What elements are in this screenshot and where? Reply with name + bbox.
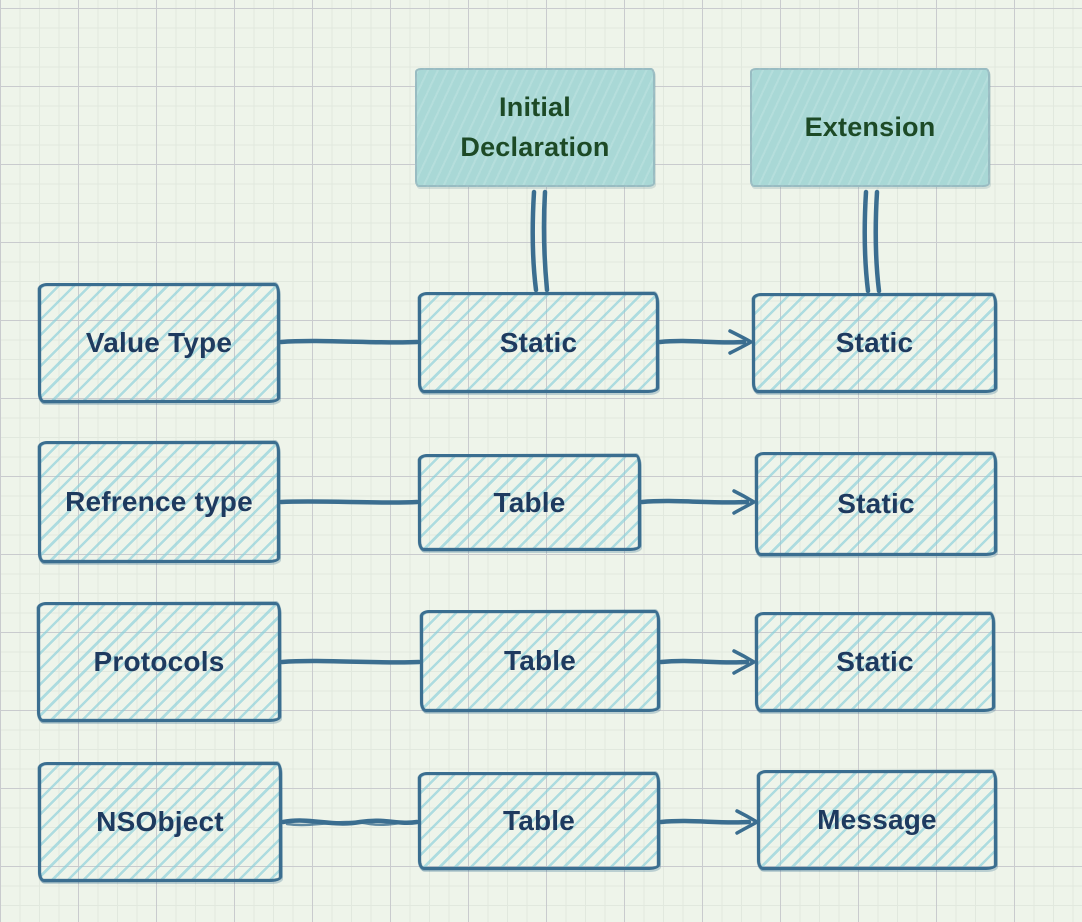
edge-row4-source-to-middle [280, 818, 420, 827]
node-nsobject: NSObject [38, 762, 282, 882]
node-refrence-type-initial-declaration: Table [418, 454, 641, 551]
edge-row2-source-to-middle [278, 499, 420, 505]
node-label: Table [493, 486, 566, 518]
node-value-type: Value Type [38, 283, 280, 403]
node-nsobject-label: NSObject [96, 806, 224, 837]
node-label: Static [499, 326, 578, 358]
connector-header-extension-double-line [862, 189, 882, 294]
edge-row3-source-to-middle [279, 658, 422, 665]
header-initial-declaration: Initial Declaration [415, 68, 655, 187]
edge-row1-source-to-middle [278, 338, 420, 345]
node-protocols: Protocols [37, 602, 281, 722]
node-protocols-label: Protocols [93, 646, 225, 677]
node-protocols-initial-declaration: Table [420, 610, 660, 712]
header-extension-label: Extension [804, 111, 936, 142]
node-label: Table [503, 645, 577, 676]
node-refrence-type-extension: Static [755, 452, 997, 556]
node-label: Static [835, 327, 914, 358]
edge-row2-middle-to-target [639, 489, 756, 515]
node-refrence-type: Refrence type [38, 441, 280, 563]
node-label: Static [836, 646, 914, 677]
header-initial-declaration-label: Initial Declaration [460, 92, 610, 162]
node-label: Message [817, 804, 937, 835]
node-nsobject-initial-declaration: Table [418, 772, 660, 870]
header-extension: Extension [750, 68, 990, 187]
node-label: Table [502, 805, 576, 836]
node-value-type-label: Value Type [85, 327, 233, 358]
edge-row1-middle-to-target [657, 329, 753, 355]
node-value-type-extension: Static [752, 293, 997, 393]
edge-row3-middle-to-target [658, 649, 756, 675]
node-value-type-initial-declaration: Static [418, 292, 659, 393]
connector-header-initial-double-line [530, 189, 550, 293]
node-refrence-type-label: Refrence type [65, 486, 253, 517]
node-label: Static [837, 488, 915, 519]
node-nsobject-extension: Message [757, 770, 997, 870]
edge-row4-middle-to-target [658, 809, 759, 835]
node-protocols-extension: Static [755, 612, 995, 712]
